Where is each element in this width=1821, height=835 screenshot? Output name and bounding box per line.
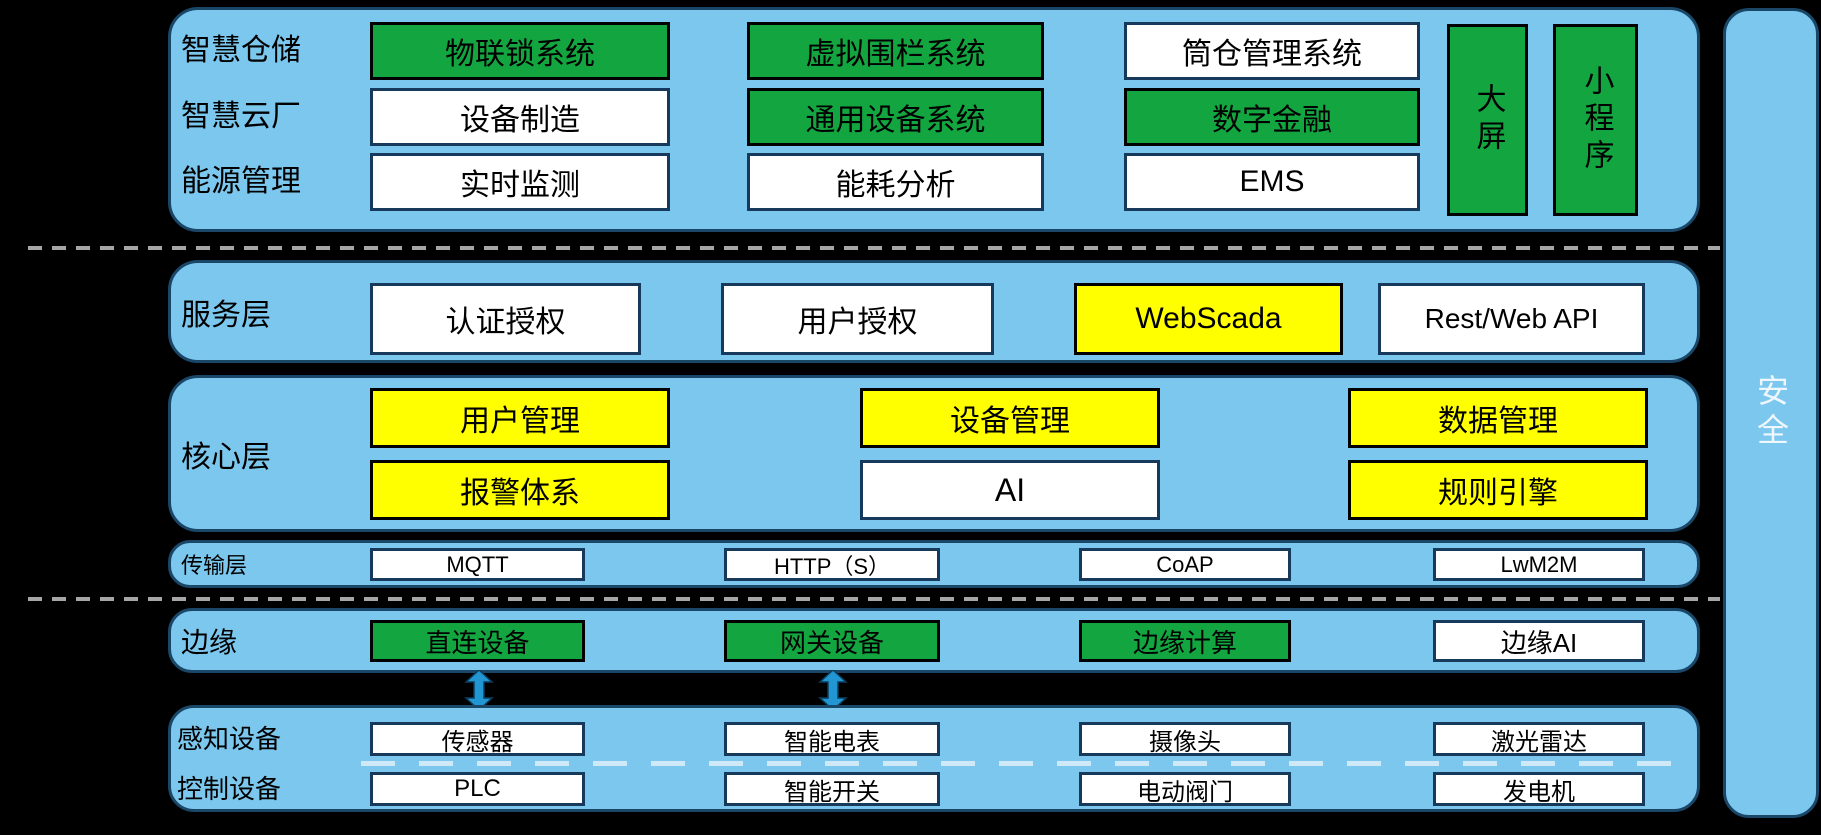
- devices-divider-dashed-line: [361, 761, 1681, 766]
- smart-cloud-factory-label: 智慧云厂: [181, 100, 301, 133]
- up-down-arrow-icon: [464, 670, 494, 710]
- ems-box: EMS: [1124, 153, 1420, 211]
- sensor-box: 传感器: [370, 722, 585, 756]
- transport-layer-label: 传输层: [181, 553, 248, 578]
- mqtt-box: MQTT: [370, 548, 585, 581]
- ai-box: AI: [860, 460, 1160, 520]
- smart-warehouse-label: 智慧仓储: [181, 34, 301, 67]
- devices-layer-panel: 感知设备 控制设备 传感器 智能电表 摄像头 激光雷达 PLC 智能开关 电动阀…: [168, 705, 1700, 812]
- rule-engine-box: 规则引擎: [1348, 460, 1648, 520]
- generator-box: 发电机: [1433, 772, 1645, 806]
- transport-layer-panel: 传输层 MQTT HTTP（S） CoAP LwM2M: [168, 540, 1700, 588]
- service-layer-label: 服务层: [181, 298, 271, 332]
- lidar-box: 激光雷达: [1433, 722, 1645, 756]
- mini-program-box: 小程序: [1553, 24, 1638, 216]
- smart-switch-box: 智能开关: [724, 772, 940, 806]
- digital-finance-box: 数字金融: [1124, 88, 1420, 146]
- separator-dashed-line-bottom: [28, 597, 1720, 601]
- gateway-device-box: 网关设备: [724, 620, 940, 662]
- big-screen-box: 大屏: [1447, 24, 1528, 216]
- application-layer-panel: 智慧仓储 智慧云厂 能源管理 物联锁系统 虚拟围栏系统 筒仓管理系统 设备制造 …: [168, 7, 1700, 232]
- energy-consumption-analysis-box: 能耗分析: [747, 153, 1044, 211]
- device-management-box: 设备管理: [860, 388, 1160, 448]
- direct-connected-device-box: 直连设备: [370, 620, 585, 662]
- edge-computing-box: 边缘计算: [1079, 620, 1291, 662]
- sensing-devices-label: 感知设备: [177, 724, 282, 754]
- security-bar: 安全: [1723, 8, 1819, 818]
- iot-lock-system-box: 物联锁系统: [370, 22, 670, 80]
- rest-web-api-box: Rest/Web API: [1378, 283, 1645, 355]
- data-management-box: 数据管理: [1348, 388, 1648, 448]
- control-devices-label: 控制设备: [177, 774, 282, 804]
- security-label: 安全: [1753, 374, 1789, 452]
- general-equipment-system-box: 通用设备系统: [747, 88, 1044, 146]
- plc-box: PLC: [370, 772, 585, 806]
- realtime-monitoring-box: 实时监测: [370, 153, 670, 211]
- silo-management-system-box: 筒仓管理系统: [1124, 22, 1420, 80]
- equipment-manufacturing-box: 设备制造: [370, 88, 670, 146]
- edge-ai-box: 边缘AI: [1433, 620, 1645, 662]
- energy-management-label: 能源管理: [181, 165, 301, 198]
- user-authorization-box: 用户授权: [721, 283, 994, 355]
- authentication-authorization-box: 认证授权: [370, 283, 641, 355]
- lwm2m-box: LwM2M: [1433, 548, 1645, 581]
- service-layer-panel: 服务层 认证授权 用户授权 WebScada Rest/Web API: [168, 260, 1700, 363]
- camera-box: 摄像头: [1079, 722, 1291, 756]
- http-s-box: HTTP（S）: [724, 548, 940, 581]
- coap-box: CoAP: [1079, 548, 1291, 581]
- smart-meter-box: 智能电表: [724, 722, 940, 756]
- edge-layer-panel: 边缘 直连设备 网关设备 边缘计算 边缘AI: [168, 608, 1700, 673]
- user-management-box: 用户管理: [370, 388, 670, 448]
- edge-layer-label: 边缘: [181, 626, 238, 658]
- separator-dashed-line-top: [28, 246, 1720, 250]
- up-down-arrow-icon: [818, 670, 848, 710]
- core-layer-panel: 核心层 用户管理 设备管理 数据管理 报警体系 AI 规则引擎: [168, 375, 1700, 532]
- webscada-box: WebScada: [1074, 283, 1343, 355]
- alarm-system-box: 报警体系: [370, 460, 670, 520]
- virtual-fence-system-box: 虚拟围栏系统: [747, 22, 1044, 80]
- electric-valve-box: 电动阀门: [1079, 772, 1291, 806]
- core-layer-label: 核心层: [181, 440, 271, 474]
